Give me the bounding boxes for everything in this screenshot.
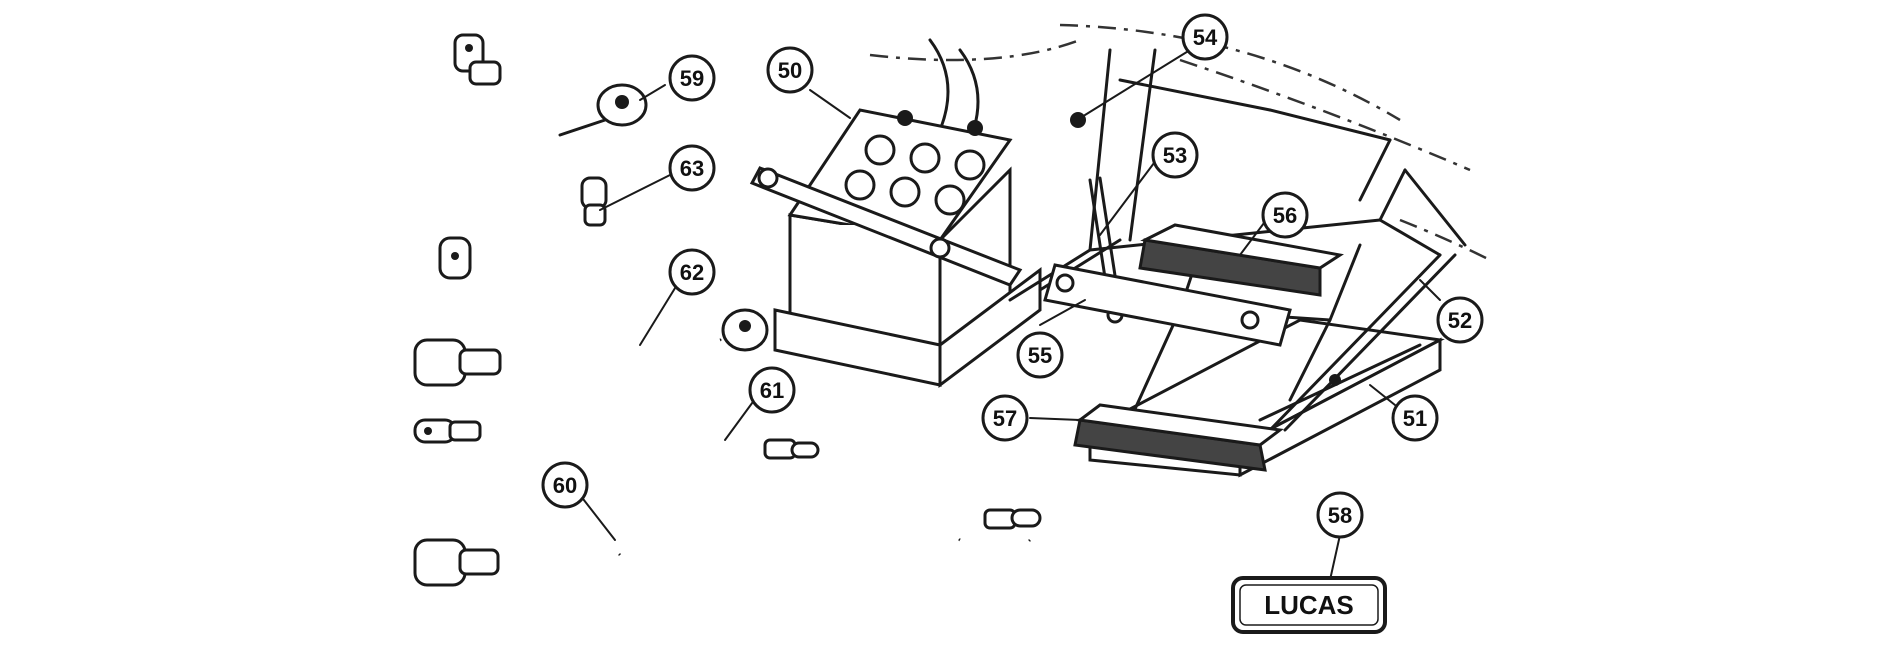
battery xyxy=(749,108,1042,388)
leader-lines xyxy=(579,49,1441,581)
callout-55-label: 55 xyxy=(1028,343,1052,368)
callout-52: 52 xyxy=(1436,296,1484,344)
battery-carrier xyxy=(1008,48,1467,478)
cable-61 xyxy=(413,418,820,460)
cable-62 xyxy=(413,308,769,387)
battery-cell-caps xyxy=(844,110,986,216)
clamp-bar xyxy=(1043,263,1292,347)
rubber-pad-lower xyxy=(1073,403,1284,472)
callout-53: 53 xyxy=(1151,131,1199,179)
callout-62-label: 62 xyxy=(680,260,704,285)
callout-59: 59 xyxy=(668,54,716,102)
cable-63 xyxy=(437,176,608,280)
callout-54-label: 54 xyxy=(1193,25,1218,50)
callout-53-label: 53 xyxy=(1163,143,1187,168)
callout-57-label: 57 xyxy=(993,406,1017,431)
callout-61-label: 61 xyxy=(760,378,784,403)
callout-63-label: 63 xyxy=(680,156,704,181)
callout-58: 58 xyxy=(1316,491,1364,539)
callout-52-label: 52 xyxy=(1448,308,1472,333)
callout-60: 60 xyxy=(541,461,589,509)
callout-58-label: 58 xyxy=(1328,503,1352,528)
callout-54: 54 xyxy=(1181,13,1229,61)
cable-60 xyxy=(413,508,1042,635)
callout-51-label: 51 xyxy=(1403,406,1427,431)
callout-59-label: 59 xyxy=(680,66,704,91)
rubber-pad-upper xyxy=(1138,223,1344,297)
callout-55: 55 xyxy=(1016,331,1064,379)
callout-57: 57 xyxy=(981,394,1029,442)
cable-59 xyxy=(425,33,648,155)
callout-60-label: 60 xyxy=(553,473,577,498)
lucas-badge-text: LUCAS xyxy=(1264,590,1354,620)
nut xyxy=(1070,112,1086,128)
callout-56: 56 xyxy=(1261,191,1309,239)
callout-50: 50 xyxy=(766,46,814,94)
callout-56-label: 56 xyxy=(1273,203,1297,228)
callout-63: 63 xyxy=(668,144,716,192)
lucas-badge: LUCAS xyxy=(1231,576,1387,634)
callout-51: 51 xyxy=(1391,394,1439,442)
callout-61: 61 xyxy=(748,366,796,414)
callout-62: 62 xyxy=(668,248,716,296)
callout-50-label: 50 xyxy=(778,58,802,83)
